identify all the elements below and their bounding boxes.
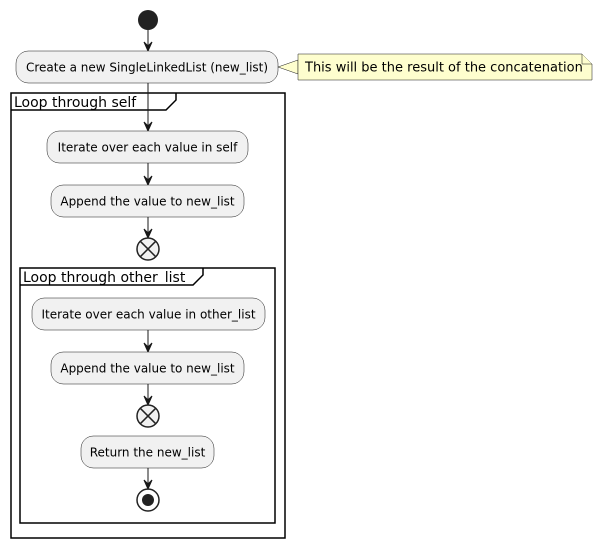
note-body: [297, 53, 593, 81]
group-loop-other-frame: [19, 267, 276, 524]
flow-final-node: [136, 404, 160, 428]
start-node: [138, 10, 158, 30]
arrowhead: [143, 342, 153, 354]
group-loop-self-tab: [11, 93, 177, 111]
note-connector: [277, 59, 299, 75]
arrowhead: [143, 479, 153, 491]
flow-final-node: [136, 237, 160, 261]
node-append-other: Append the value to new_list: [50, 351, 245, 385]
node-create-list-label: Create a new SingleLinkedList (new_list): [26, 61, 268, 75]
node-append-other-label: Append the value to new_list: [60, 362, 235, 376]
node-iterate-other: Iterate over each value in other_list: [31, 297, 266, 331]
note: This will be the result of the concatena…: [277, 53, 593, 81]
node-create-list: Create a new SingleLinkedList (new_list): [15, 50, 279, 84]
group-loop-self: Loop through self: [10, 92, 286, 539]
arrowhead: [143, 121, 153, 133]
arrowhead: [143, 395, 153, 407]
group-loop-other-tab: [20, 268, 204, 286]
node-return-list: Return the new_list: [80, 435, 215, 469]
note-text: This will be the result of the concatena…: [304, 61, 583, 76]
node-iterate-other-label: Iterate over each value in other_list: [41, 308, 255, 322]
group-loop-self-title: Loop through self: [14, 95, 137, 111]
arrowhead: [143, 228, 153, 240]
arrowhead: [143, 175, 153, 187]
arrowhead: [143, 41, 153, 53]
stop-node: [136, 488, 160, 512]
node-iterate-self-label: Iterate over each value in self: [58, 141, 238, 155]
group-loop-other: Loop through other_list: [19, 267, 276, 524]
group-loop-other-title: Loop through other_list: [23, 270, 186, 286]
node-append-self-label: Append the value to new_list: [60, 195, 235, 209]
node-return-list-label: Return the new_list: [90, 446, 206, 460]
note-fold: [581, 54, 592, 65]
node-append-self: Append the value to new_list: [50, 184, 245, 218]
node-iterate-self: Iterate over each value in self: [46, 130, 249, 164]
